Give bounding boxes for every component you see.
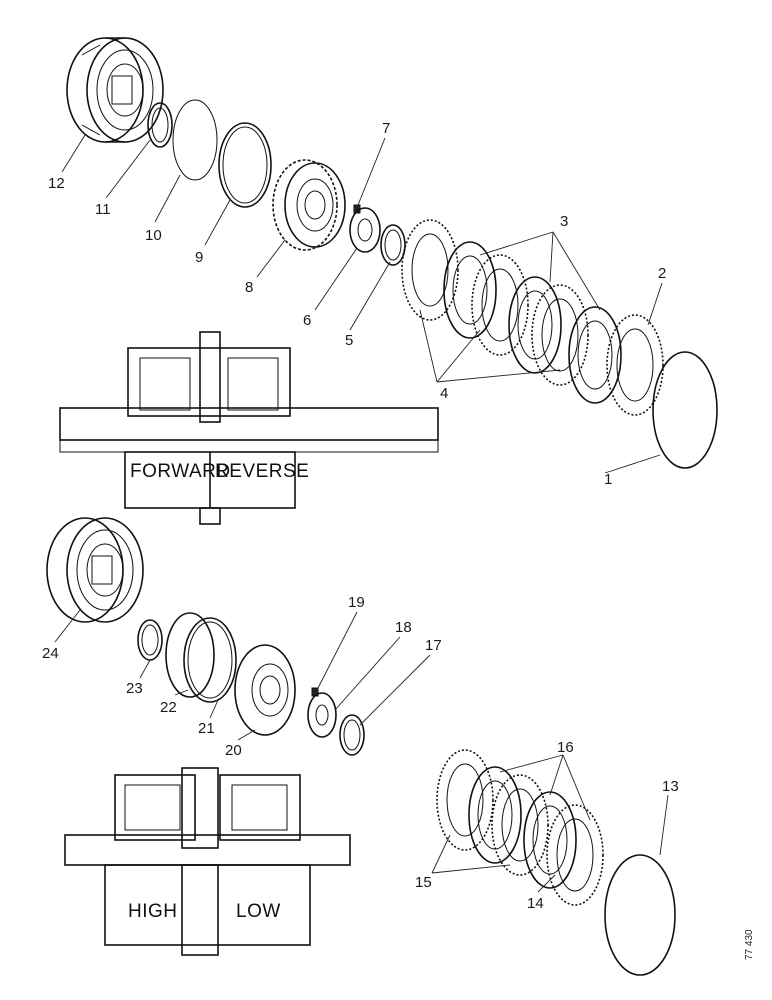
part-1-snap-ring: [652, 351, 718, 469]
high-label: HIGH: [128, 901, 178, 922]
callout-14: 14: [527, 895, 544, 912]
part-8-piston: [272, 159, 346, 251]
part-13-snap-ring: [604, 854, 676, 976]
part-10-seal: [172, 99, 218, 181]
callout-4: 4: [440, 385, 448, 402]
callout-20: 20: [225, 742, 242, 759]
callout-11: 11: [95, 201, 111, 218]
part-2-pressure-plate: [606, 314, 664, 416]
callout-16: 16: [557, 739, 574, 756]
figure-reference: 77 430: [744, 929, 755, 960]
part-17-snap-ring: [339, 714, 365, 756]
high-low-assembly-section: HIGH LOW: [64, 767, 351, 956]
low-label: LOW: [236, 901, 281, 922]
callout-5: 5: [345, 332, 353, 349]
callout-3: 3: [560, 213, 568, 230]
forward-reverse-assembly-section: FORWARD REVERSE: [59, 331, 439, 525]
part-21-22-seal-rings: [165, 612, 237, 703]
forward-label: FORWARD: [130, 461, 231, 482]
callout-18: 18: [395, 619, 412, 636]
part-5-snap-ring: [380, 224, 406, 266]
part-12-clutch-drum: [66, 37, 164, 143]
callout-8: 8: [245, 279, 253, 296]
leader-lines: [54, 134, 669, 893]
callout-23: 23: [126, 680, 143, 697]
clutch-plate-stack-lower: [436, 749, 604, 906]
callout-21: 21: [198, 720, 215, 737]
callout-17: 17: [425, 637, 442, 654]
part-18-washer: [307, 692, 337, 738]
callout-12: 12: [48, 175, 65, 192]
callout-9: 9: [195, 249, 203, 266]
callout-numbers: 1 2 3 4 5 6 7 8 9 10 11 12 13 14 15 16 1…: [42, 120, 679, 912]
part-9-seal-ring: [218, 122, 272, 208]
callout-10: 10: [145, 227, 162, 244]
part-24-clutch-drum: [46, 517, 144, 623]
clutch-plate-stack-upper: [401, 219, 622, 404]
callout-7: 7: [382, 120, 390, 137]
part-6-washer: [349, 207, 381, 253]
part-20-piston: [234, 644, 296, 736]
callout-2: 2: [658, 265, 666, 282]
callout-24: 24: [42, 645, 59, 662]
reverse-label: REVERSE: [215, 461, 309, 482]
callout-15: 15: [415, 874, 432, 891]
callout-1: 1: [604, 471, 612, 488]
part-23-snap-ring: [137, 619, 163, 661]
callout-13: 13: [662, 778, 679, 795]
callout-6: 6: [303, 312, 311, 329]
callout-19: 19: [348, 594, 365, 611]
callout-22: 22: [160, 699, 177, 716]
part-11-snap-ring: [147, 102, 173, 148]
